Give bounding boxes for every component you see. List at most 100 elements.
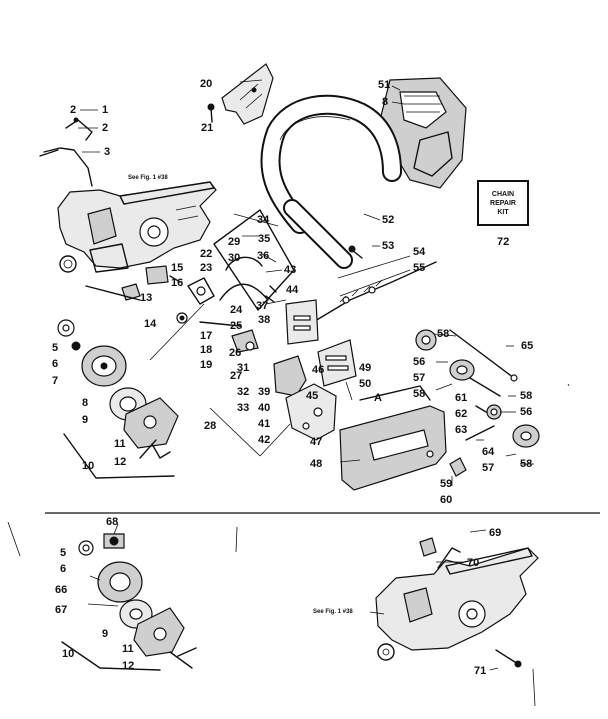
callout-lower-12: 12 — [122, 660, 135, 672]
callout-69: 69 — [489, 527, 502, 539]
callout-16: 16 — [171, 277, 184, 289]
callout-60: 60 — [440, 494, 453, 506]
callout-18: 18 — [200, 344, 213, 356]
callout-50: 50 — [359, 378, 372, 390]
callout-71: 71 — [474, 665, 487, 677]
part-56-58-sprocket — [415, 329, 540, 477]
callout-lower-5: 5 — [60, 547, 67, 559]
part-48-side-cover — [339, 385, 447, 491]
callout-9: 9 — [82, 414, 89, 426]
callout-5: 5 — [52, 342, 59, 354]
callout-20: 20 — [200, 78, 213, 90]
chain-repair-kit-box: CHAIN REPAIR KIT — [477, 180, 529, 226]
callout-34: 34 — [257, 214, 270, 226]
callout-12: 12 — [114, 456, 127, 468]
part-52-handlebar — [260, 94, 402, 269]
kit-line-2: REPAIR — [490, 199, 516, 207]
callout-37: 37 — [256, 300, 269, 312]
part-49-plate — [317, 339, 357, 387]
callout-14: 14 — [144, 318, 157, 330]
callout-58d: 58 — [520, 458, 533, 470]
callout-6: 6 — [52, 358, 59, 370]
callout-3: 3 — [104, 146, 111, 158]
callout-30: 30 — [228, 252, 241, 264]
callout-22: 22 — [200, 248, 213, 260]
callout-55: 55 — [413, 262, 426, 274]
scan-mark — [7, 521, 21, 557]
callout-42: 42 — [258, 434, 271, 446]
part-44-plate — [285, 299, 319, 345]
callout-53: 53 — [382, 240, 395, 252]
note-lower-reference: See Fig. 1 #38 — [313, 609, 353, 615]
callout-24: 24 — [230, 304, 243, 316]
callout-17: 17 — [200, 330, 213, 342]
callout-51: 51 — [378, 79, 391, 91]
scan-mark — [235, 526, 238, 553]
callout-56: 56 — [413, 356, 426, 368]
callout-44: 44 — [286, 284, 299, 296]
callout-64: 64 — [482, 446, 495, 458]
callout-10: 10 — [82, 460, 95, 472]
callout-62: 62 — [455, 408, 468, 420]
part-20-bracket — [221, 63, 274, 125]
part-crankcase-upper — [57, 181, 217, 273]
scan-mark — [567, 383, 570, 387]
part-13-17-hardware — [85, 265, 188, 324]
part-5-12-clutch-lower — [61, 533, 197, 671]
leader-lines — [78, 79, 534, 671]
callout-11: 11 — [114, 438, 126, 450]
callout-67: 67 — [55, 604, 68, 616]
callout-58c: 58 — [520, 390, 533, 402]
callout-59: 59 — [440, 478, 453, 490]
callout-lower-10: 10 — [62, 648, 75, 660]
callout-72: 72 — [497, 236, 510, 248]
callout-25: 25 — [230, 320, 243, 332]
callout-58: 58 — [437, 328, 450, 340]
note-upper-reference: See Fig. 1 #38 — [128, 175, 168, 181]
part-45-46-cover — [273, 355, 337, 441]
callout-57b: 57 — [482, 462, 495, 474]
callout-a: A — [374, 392, 382, 404]
callout-15: 15 — [171, 262, 184, 274]
callout-26: 26 — [229, 347, 242, 359]
kit-line-3: KIT — [497, 208, 509, 216]
callout-49: 49 — [359, 362, 372, 374]
part-53-screw — [348, 245, 363, 259]
callout-29: 29 — [228, 236, 241, 248]
callout-1: 1 — [102, 104, 109, 116]
callout-41: 41 — [258, 418, 271, 430]
callout-54: 54 — [413, 246, 426, 258]
callout-lower-11: 11 — [122, 643, 134, 655]
callout-36: 36 — [257, 250, 270, 262]
callout-13: 13 — [140, 292, 153, 304]
callout-61: 61 — [455, 392, 468, 404]
callout-52: 52 — [382, 214, 395, 226]
callout-63: 63 — [455, 424, 468, 436]
scan-mark — [532, 668, 536, 707]
part-crankcase-lower — [375, 537, 539, 668]
callout-58b: 58 — [413, 388, 426, 400]
callout-66: 66 — [55, 584, 68, 596]
callout-46: 46 — [312, 364, 325, 376]
callout-70: 70 — [467, 557, 480, 569]
part-54-55-rod — [299, 261, 437, 331]
part-1-2-3-lever — [39, 117, 93, 187]
callout-28: 28 — [204, 420, 217, 432]
kit-line-1: CHAIN — [491, 190, 515, 198]
callout-23: 23 — [200, 262, 213, 274]
callout-21: 21 — [201, 122, 214, 134]
callout-7: 7 — [52, 375, 59, 387]
part-22-43-cluster — [149, 209, 295, 457]
callout-35: 35 — [258, 233, 271, 245]
callout-40: 40 — [258, 402, 271, 414]
part-5-12-clutch-upper — [57, 319, 179, 479]
callout-43: 43 — [284, 264, 297, 276]
callout-27: 27 — [230, 370, 243, 382]
callout-19: 19 — [200, 359, 213, 371]
callout-47: 47 — [310, 436, 323, 448]
callout-45: 45 — [306, 390, 319, 402]
callout-8b: 8 — [382, 96, 389, 108]
callout-8: 8 — [82, 397, 89, 409]
callout-lower-9: 9 — [102, 628, 109, 640]
